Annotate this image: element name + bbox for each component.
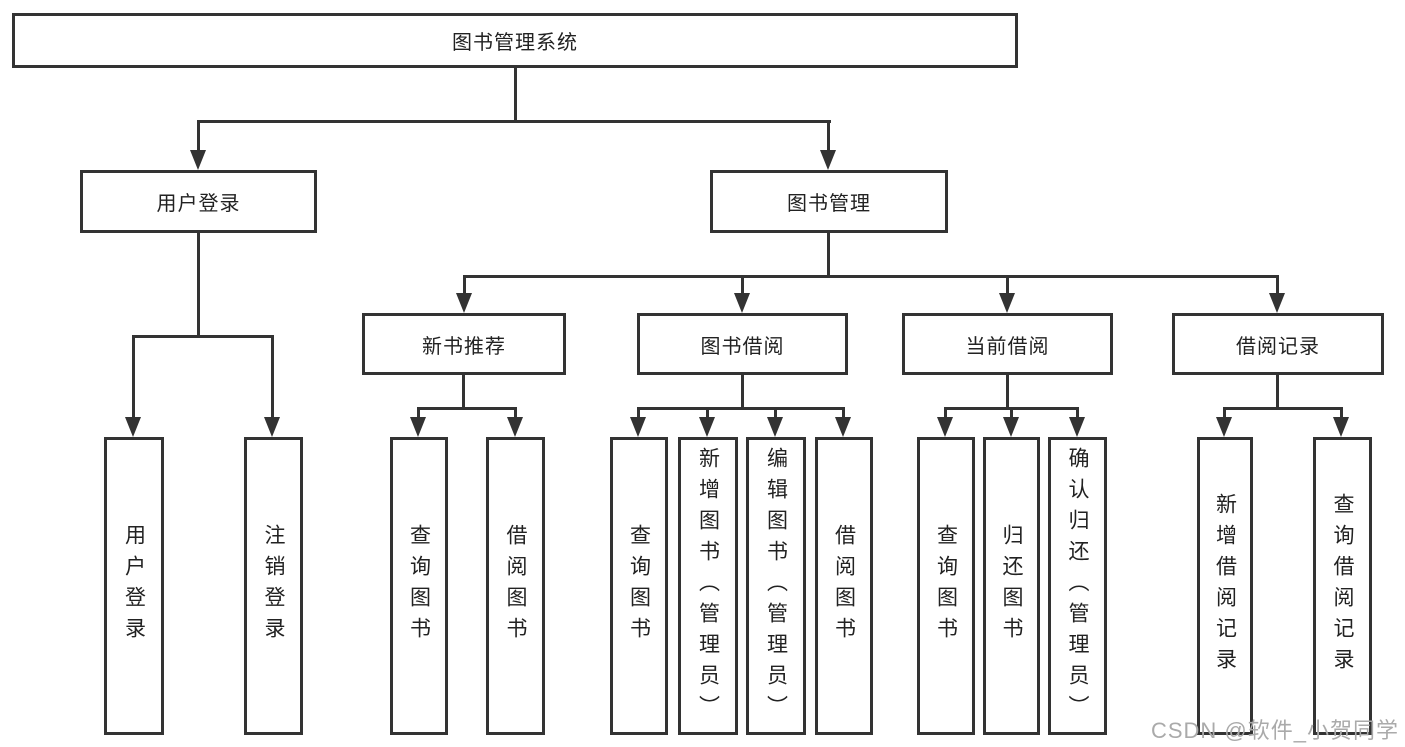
leaf-borrow-query-books-label: 查询图书 xyxy=(627,524,651,648)
node-book-management: 图书管理 xyxy=(710,170,948,233)
csdn-watermark: CSDN @软件_小贺同学 xyxy=(1150,718,1399,743)
node-user-login: 用户登录 xyxy=(80,170,317,233)
connector-recommend-trunk xyxy=(462,375,465,407)
arrow-to-leaf-records-1 xyxy=(1216,407,1232,437)
leaf-recommend-borrow-books-label: 借阅图书 xyxy=(504,524,527,648)
arrow-to-leaf-login-1 xyxy=(125,335,141,437)
connector-mgmt-trunk xyxy=(827,233,830,275)
connector-recommend-branch xyxy=(417,407,517,410)
connector-current-trunk xyxy=(1006,375,1009,407)
arrow-to-leaf-recommend-2 xyxy=(507,407,523,437)
arrow-to-recommend xyxy=(456,275,472,313)
leaf-recommend-borrow-books: 借阅图书 xyxy=(486,437,545,735)
node-current-borrow: 当前借阅 xyxy=(902,313,1113,375)
leaf-records-add-record-label: 新增借阅记录 xyxy=(1213,493,1237,679)
arrow-to-leaf-current-1 xyxy=(937,407,953,437)
arrow-to-leaf-borrow-4 xyxy=(835,407,851,437)
node-borrow-record-label: 借阅记录 xyxy=(1236,335,1320,358)
node-borrow-record: 借阅记录 xyxy=(1172,313,1384,375)
connector-mgmt-branch xyxy=(463,275,1279,278)
leaf-user-login: 用户登录 xyxy=(104,437,164,735)
arrow-to-leaf-current-3 xyxy=(1069,407,1085,437)
arrow-to-user-login xyxy=(190,120,206,170)
node-new-book-recommend-label: 新书推荐 xyxy=(422,335,506,358)
leaf-current-confirm-return-admin-label: 确认归还（管理员） xyxy=(1066,446,1089,726)
leaf-borrow-add-books-admin: 新增图书（管理员） xyxy=(678,437,738,735)
node-new-book-recommend: 新书推荐 xyxy=(362,313,566,375)
leaf-current-return-books-label: 归还图书 xyxy=(1000,524,1023,648)
arrow-to-borrow xyxy=(734,275,750,313)
arrow-to-leaf-recommend-1 xyxy=(410,407,426,437)
leaf-recommend-query-books-label: 查询图书 xyxy=(407,524,431,648)
leaf-current-confirm-return-admin: 确认归还（管理员） xyxy=(1048,437,1107,735)
leaf-current-query-books-label: 查询图书 xyxy=(934,524,958,648)
leaf-borrow-edit-books-admin: 编辑图书（管理员） xyxy=(746,437,806,735)
leaf-records-add-record: 新增借阅记录 xyxy=(1197,437,1253,735)
leaf-recommend-query-books: 查询图书 xyxy=(390,437,448,735)
node-book-borrow: 图书借阅 xyxy=(637,313,848,375)
arrow-to-leaf-records-2 xyxy=(1333,407,1349,437)
arrow-to-records xyxy=(1269,275,1285,313)
leaf-user-login-label: 用户登录 xyxy=(122,524,146,648)
node-book-borrow-label: 图书借阅 xyxy=(700,335,785,358)
connector-login-branch xyxy=(132,335,274,338)
connector-borrow-branch xyxy=(637,407,845,410)
leaf-records-query-record: 查询借阅记录 xyxy=(1313,437,1372,735)
connector-records-trunk xyxy=(1276,375,1279,407)
connector-root-trunk xyxy=(514,68,517,120)
arrow-to-leaf-borrow-3 xyxy=(767,407,783,437)
node-root: 图书管理系统 xyxy=(12,13,1018,68)
leaf-borrow-borrow-books-label: 借阅图书 xyxy=(832,524,856,648)
leaf-borrow-edit-books-admin-label: 编辑图书（管理员） xyxy=(764,446,788,726)
connector-borrow-trunk xyxy=(741,375,744,407)
node-current-borrow-label: 当前借阅 xyxy=(965,335,1050,358)
arrow-to-leaf-current-2 xyxy=(1003,407,1019,437)
node-user-login-label: 用户登录 xyxy=(156,193,241,215)
leaf-records-query-record-label: 查询借阅记录 xyxy=(1331,493,1354,679)
connector-root-branch xyxy=(197,120,831,123)
arrow-to-leaf-borrow-2 xyxy=(699,407,715,437)
connector-login-trunk xyxy=(197,233,200,335)
arrow-to-current xyxy=(999,275,1015,313)
arrow-to-leaf-login-2 xyxy=(264,335,280,437)
leaf-current-query-books: 查询图书 xyxy=(917,437,975,735)
leaf-current-return-books: 归还图书 xyxy=(983,437,1040,735)
node-book-management-label: 图书管理 xyxy=(787,193,871,215)
arrow-to-leaf-borrow-1 xyxy=(630,407,646,437)
leaf-logout: 注销登录 xyxy=(244,437,303,735)
leaf-logout-label: 注销登录 xyxy=(262,524,285,648)
leaf-borrow-borrow-books: 借阅图书 xyxy=(815,437,873,735)
leaf-borrow-query-books: 查询图书 xyxy=(610,437,668,735)
connector-records-branch xyxy=(1223,407,1342,410)
arrow-to-book-management xyxy=(820,120,836,170)
node-root-label: 图书管理系统 xyxy=(452,32,578,54)
leaf-borrow-add-books-admin-label: 新增图书（管理员） xyxy=(696,446,720,726)
